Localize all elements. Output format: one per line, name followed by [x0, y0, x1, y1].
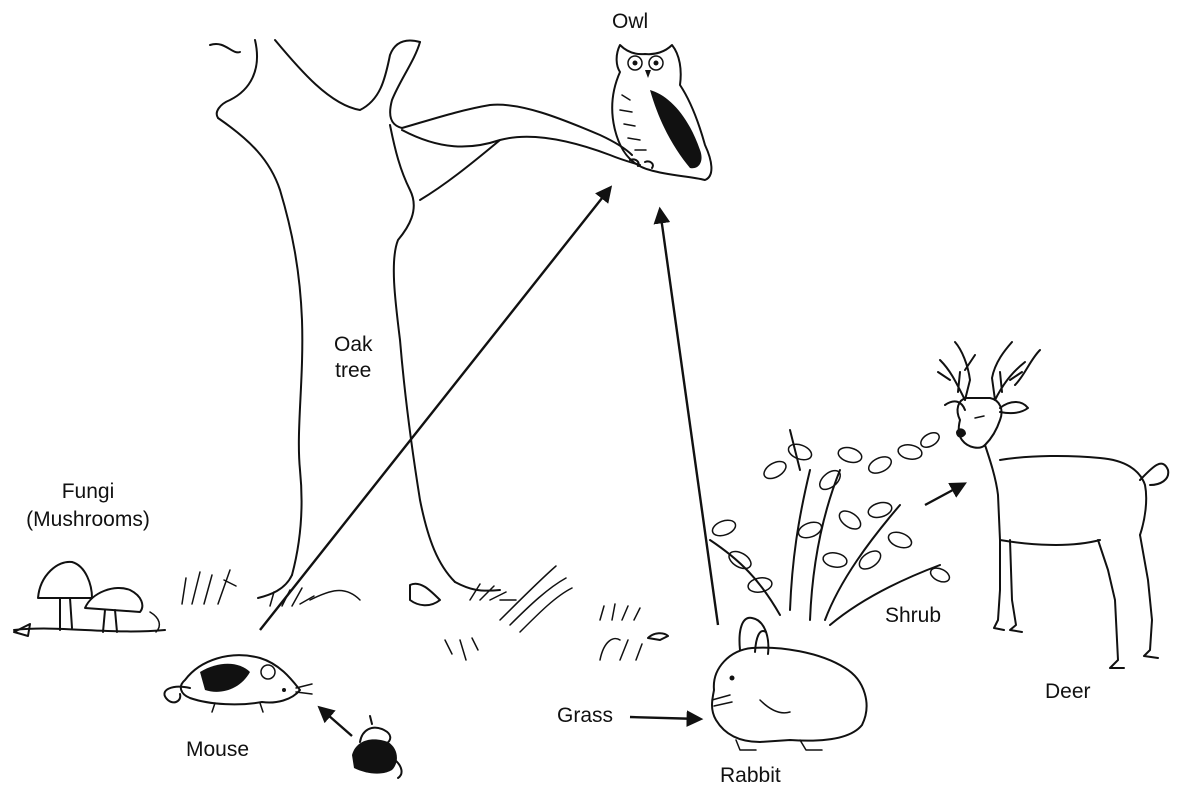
- shrub-illustration: [710, 430, 952, 625]
- acorn-illustration: [352, 716, 402, 778]
- shrub-label: Shrub: [885, 604, 941, 628]
- oak-tree-label-line1: Oak: [334, 332, 373, 358]
- arrow-rabbit-to-owl: [660, 210, 718, 625]
- grass-illustration: [182, 566, 668, 660]
- oak-tree-label-line2: tree: [334, 358, 373, 384]
- deer-label: Deer: [1045, 680, 1091, 704]
- mouse-label: Mouse: [186, 738, 249, 762]
- arrow-mouse-to-owl: [260, 188, 610, 630]
- arrow-grass-to-rabbit: [630, 717, 700, 719]
- fungi-label-line2: (Mushrooms): [8, 506, 168, 534]
- fungi-label: Fungi (Mushrooms): [8, 478, 168, 534]
- fungi-label-line1: Fungi: [8, 478, 168, 506]
- oak-tree-label: Oak tree: [334, 332, 373, 384]
- arrow-shrub-to-deer: [925, 484, 964, 505]
- owl-label: Owl: [612, 10, 648, 34]
- rabbit-illustration: [712, 618, 867, 750]
- mouse-illustration: [164, 655, 312, 712]
- arrow-acorn-to-mouse: [320, 708, 352, 736]
- rabbit-label: Rabbit: [720, 764, 781, 788]
- grass-label: Grass: [557, 704, 613, 728]
- deer-illustration: [938, 342, 1168, 668]
- fungi-illustration: [14, 562, 165, 636]
- owl-illustration: [612, 45, 711, 180]
- oak-tree-illustration: [210, 40, 640, 605]
